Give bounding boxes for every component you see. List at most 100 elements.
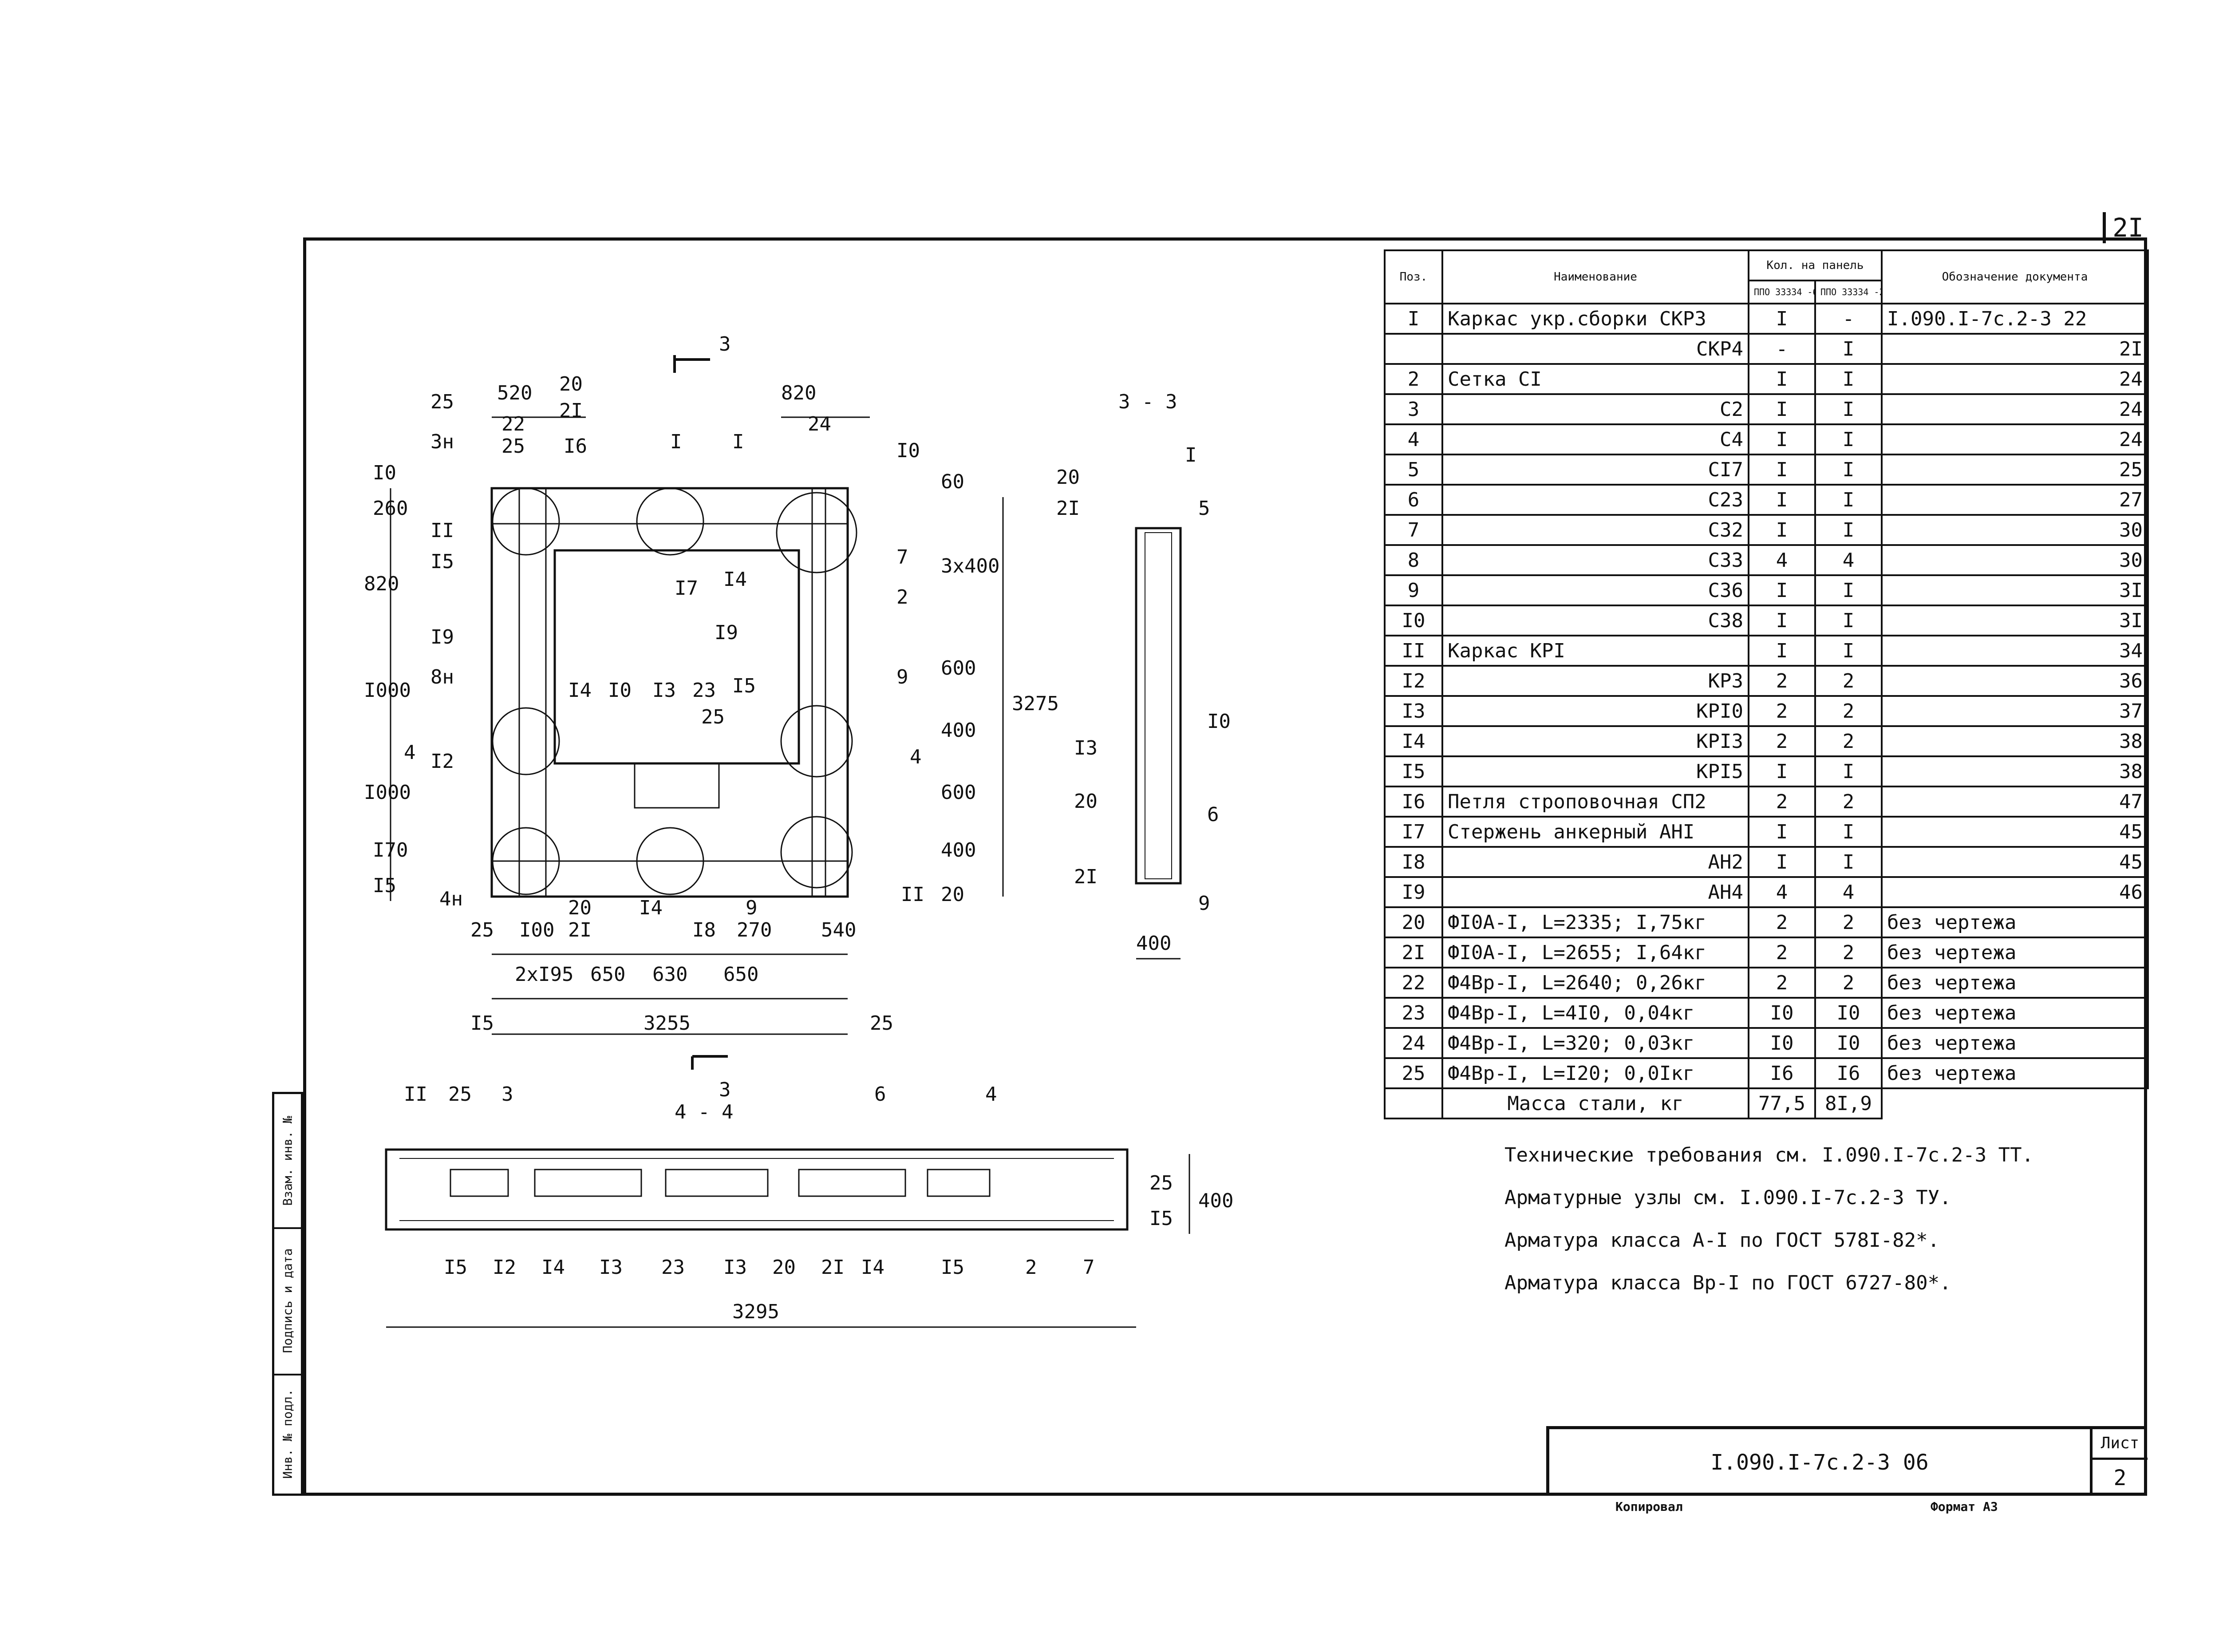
- svg-text:I70: I70: [373, 839, 408, 862]
- row-name: С2: [1441, 393, 1749, 425]
- svg-text:I4: I4: [723, 568, 747, 591]
- svg-text:I3: I3: [652, 679, 676, 702]
- col-qty-b: ППО 33334 -2ПТ-С: [1814, 280, 1883, 304]
- document-code: I.090.I-7с.2-3 06: [1549, 1429, 2093, 1496]
- svg-text:I: I: [732, 431, 744, 453]
- row-qty-b: 2: [1814, 665, 1883, 697]
- sidebar-podpis: Подпись и дата: [274, 1227, 301, 1375]
- note-1: Технические требования см. I.090.I-7с.2-…: [1504, 1144, 2034, 1166]
- row-doc: 3I: [1881, 574, 2149, 606]
- svg-text:260: 260: [373, 497, 408, 520]
- row-qty-a: I: [1748, 454, 1816, 486]
- row-pos: 4: [1384, 423, 1443, 455]
- svg-text:I4: I4: [541, 1256, 565, 1279]
- row-qty-a: I: [1748, 423, 1816, 455]
- row-name: ФI0А-I, L=2655; I,64кг: [1441, 937, 1749, 968]
- svg-text:2I: 2I: [559, 399, 583, 422]
- row-qty-b: 2: [1814, 695, 1883, 727]
- svg-text:20: 20: [772, 1256, 796, 1279]
- svg-text:I7: I7: [675, 577, 698, 600]
- row-qty-a: I: [1748, 605, 1816, 636]
- row-pos: [1384, 333, 1443, 365]
- row-name: АН2: [1441, 846, 1749, 878]
- svg-text:I4: I4: [639, 897, 663, 919]
- svg-text:4н: 4н: [439, 888, 463, 910]
- row-qty-b: I: [1814, 423, 1883, 455]
- svg-text:I6: I6: [564, 435, 587, 458]
- svg-text:2: 2: [896, 586, 908, 609]
- row-doc: 47: [1881, 786, 2149, 818]
- row-qty-b: I6: [1814, 1057, 1883, 1089]
- row-doc: 25: [1881, 454, 2149, 486]
- row-pos: I0: [1384, 605, 1443, 636]
- svg-text:8н: 8н: [430, 666, 454, 688]
- svg-text:270: 270: [737, 919, 772, 941]
- svg-text:24: 24: [808, 413, 831, 435]
- svg-text:22: 22: [501, 413, 525, 435]
- svg-text:3275: 3275: [1012, 692, 1059, 715]
- svg-text:650: 650: [723, 963, 758, 986]
- row-doc: без чертежа: [1881, 906, 2149, 938]
- col-name: Наименование: [1441, 249, 1749, 304]
- row-qty-b: 4: [1814, 544, 1883, 576]
- row-name: С4: [1441, 423, 1749, 455]
- row-pos: I2: [1384, 665, 1443, 697]
- row-qty-a: 2: [1748, 665, 1816, 697]
- svg-text:5: 5: [1198, 497, 1210, 520]
- row-doc: 36: [1881, 665, 2149, 697]
- svg-text:25: 25: [1149, 1172, 1173, 1194]
- svg-text:25: 25: [870, 1012, 893, 1035]
- row-qty-b: I: [1814, 574, 1883, 606]
- row-name: СКР4: [1441, 333, 1749, 365]
- row-doc: 24: [1881, 363, 2149, 395]
- svg-text:I9: I9: [715, 621, 738, 644]
- row-name: С38: [1441, 605, 1749, 636]
- row-doc: 46: [1881, 876, 2149, 908]
- svg-text:I000: I000: [364, 781, 411, 804]
- row-name: КР3: [1441, 665, 1749, 697]
- mass-b: 8I,9: [1814, 1087, 1883, 1119]
- row-doc: без чертежа: [1881, 937, 2149, 968]
- svg-text:3н: 3н: [430, 431, 454, 453]
- binding-sidebar: Взам. инв. № Подпись и дата Инв. № подл.: [272, 1092, 303, 1496]
- svg-text:25: 25: [470, 919, 494, 941]
- svg-text:I3: I3: [723, 1256, 747, 1279]
- row-doc: 24: [1881, 393, 2149, 425]
- svg-text:I8: I8: [692, 919, 716, 941]
- row-qty-a: I: [1748, 514, 1816, 546]
- row-qty-a: I: [1748, 574, 1816, 606]
- row-pos: 5: [1384, 454, 1443, 486]
- svg-text:25: 25: [501, 435, 525, 458]
- row-pos: I: [1384, 303, 1443, 335]
- row-name: С33: [1441, 544, 1749, 576]
- svg-text:I000: I000: [364, 679, 411, 702]
- svg-text:2хI95: 2хI95: [515, 963, 573, 986]
- col-doc: Обозначение документа: [1881, 249, 2149, 304]
- svg-text:600: 600: [941, 781, 976, 804]
- svg-text:6: 6: [1207, 803, 1219, 826]
- svg-text:400: 400: [941, 719, 976, 742]
- svg-text:4: 4: [404, 741, 416, 764]
- row-name: Петля строповочная СП2: [1441, 786, 1749, 818]
- row-doc: 45: [1881, 816, 2149, 848]
- svg-text:I0: I0: [896, 439, 920, 462]
- plan-section-mark-bottom: 3: [719, 1079, 731, 1101]
- sheet-number: 2: [2113, 1466, 2127, 1490]
- row-qty-b: I: [1814, 393, 1883, 425]
- mass-a: 77,5: [1748, 1087, 1816, 1119]
- row-name: Ф4Вр-I, L=4I0, 0,04кг: [1441, 997, 1749, 1029]
- row-name: ФI0А-I, L=2335; I,75кг: [1441, 906, 1749, 938]
- row-qty-b: I: [1814, 755, 1883, 787]
- svg-text:I4: I4: [861, 1256, 884, 1279]
- svg-text:7: 7: [896, 546, 908, 569]
- row-qty-b: I: [1814, 514, 1883, 546]
- plan-section-mark-top: 3: [719, 333, 731, 356]
- plan-outline: [490, 487, 849, 898]
